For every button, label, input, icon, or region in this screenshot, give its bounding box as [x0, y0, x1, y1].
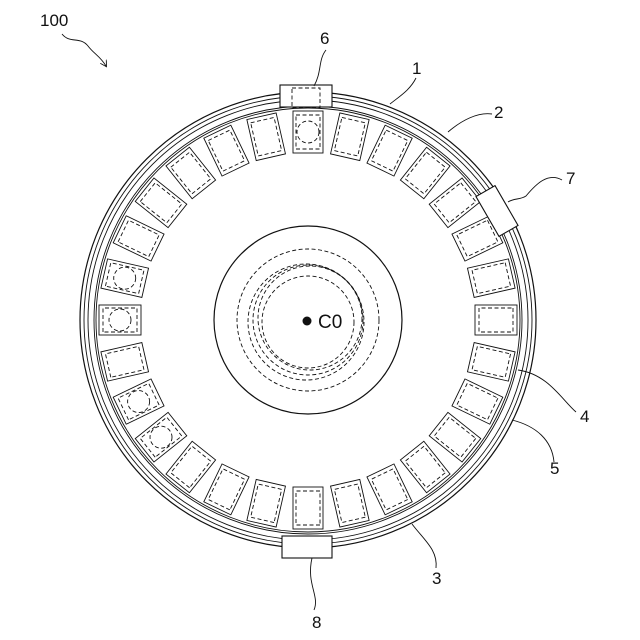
segment-hole	[128, 391, 150, 413]
segment-hole	[114, 267, 136, 289]
magnet-segment	[251, 117, 282, 155]
numeral-3-label: 3	[432, 569, 441, 588]
segment-pocket	[452, 379, 503, 424]
segment-pocket	[101, 259, 149, 298]
magnet-segment	[371, 469, 407, 510]
segment-pocket	[367, 125, 412, 176]
segment-pocket	[467, 259, 515, 298]
numeral-8-label: 8	[312, 613, 321, 632]
magnet-segment	[105, 346, 143, 377]
segment-pocket	[293, 487, 323, 529]
magnet-segment	[472, 263, 510, 294]
segment-pocket	[204, 125, 249, 176]
center-label: C0	[318, 312, 342, 333]
magnet-segment	[208, 130, 244, 171]
segment-hole	[297, 121, 319, 143]
tab-top	[280, 85, 332, 108]
magnet-segment	[472, 346, 510, 377]
segment-pocket	[166, 441, 216, 493]
numeral-2-label: 2	[494, 103, 503, 122]
segment-pocket	[135, 178, 187, 228]
segment-pocket	[331, 479, 370, 527]
segment-pocket	[99, 305, 141, 335]
magnet-segment	[457, 220, 498, 256]
segment-pocket	[467, 343, 515, 382]
numeral-6-label: 6	[320, 29, 329, 48]
magnet-segment	[118, 383, 159, 419]
segment-hole	[109, 309, 131, 331]
central-hub: C0	[214, 226, 402, 414]
magnet-segment	[208, 469, 244, 510]
magnet-segment	[140, 183, 182, 223]
segment-pocket	[400, 147, 450, 199]
numeral-5-label: 5	[550, 459, 559, 478]
segment-pocket	[429, 178, 481, 228]
segment-pocket	[293, 111, 323, 153]
magnet-segment	[334, 117, 365, 155]
segment-hole	[150, 426, 172, 448]
segment-pocket	[247, 113, 286, 161]
magnet-segment	[405, 152, 445, 194]
segment-pocket	[204, 464, 249, 515]
magnet-segment	[434, 417, 476, 457]
segment-pocket	[400, 441, 450, 493]
figure-label: 100	[40, 11, 68, 30]
segment-pocket	[331, 113, 370, 161]
segment-pocket	[475, 305, 517, 335]
magnet-segment	[140, 417, 182, 457]
reference-numeral-5: 5	[512, 420, 559, 478]
magnet-segment	[105, 263, 143, 294]
segment-pocket	[429, 412, 481, 462]
reference-numeral-6: 6	[314, 29, 329, 86]
reference-numeral-7: 7	[508, 169, 575, 202]
magnet-segment	[296, 115, 320, 149]
figure-reference: 100	[40, 11, 106, 66]
reference-numeral-1: 1	[390, 59, 421, 104]
reference-numeral-2: 2	[448, 103, 503, 132]
magnet-segment	[405, 446, 445, 488]
reference-numeral-8: 8	[310, 558, 321, 632]
magnet-segment	[171, 446, 211, 488]
segment-pocket	[101, 343, 149, 382]
magnet-segment	[434, 183, 476, 223]
segment-pocket	[367, 464, 412, 515]
reference-numeral-3: 3	[412, 524, 441, 588]
magnet-segment	[296, 491, 320, 525]
numeral-7-label: 7	[566, 169, 575, 188]
segment-pocket	[247, 479, 286, 527]
tab-bottom	[282, 536, 332, 558]
segment-pocket	[113, 379, 164, 424]
center-point	[303, 317, 312, 326]
magnet-segment	[457, 383, 498, 419]
tab-right	[476, 186, 518, 237]
magnet-segment	[251, 484, 282, 522]
magnet-segment	[118, 220, 159, 256]
numeral-1-label: 1	[412, 59, 421, 78]
magnet-segment	[371, 130, 407, 171]
segment-pocket	[166, 147, 216, 199]
segment-pocket	[135, 412, 187, 462]
numeral-4-label: 4	[580, 407, 589, 426]
magnet-segment	[171, 152, 211, 194]
magnet-segment	[103, 308, 137, 332]
magnet-segment	[334, 484, 365, 522]
magnet-segment	[479, 308, 513, 332]
segment-pocket	[113, 216, 164, 261]
